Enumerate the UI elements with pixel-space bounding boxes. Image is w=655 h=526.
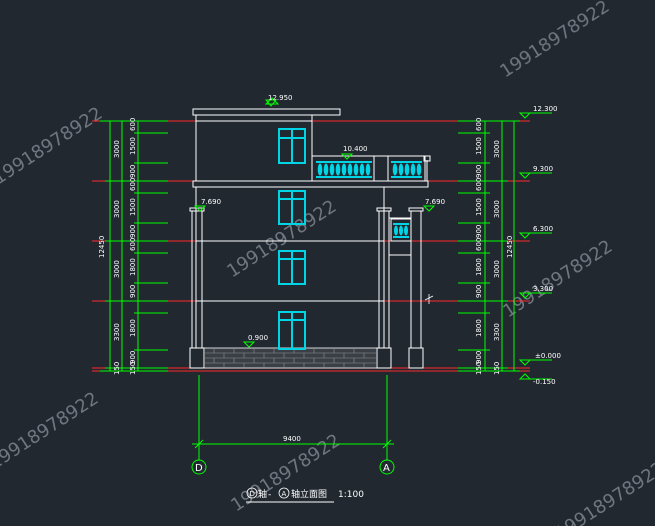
dim-inner: 1500 (129, 198, 137, 216)
dim-inner-right: 1500 (475, 198, 483, 216)
side-balcony-rail (390, 218, 412, 242)
axis-markers: D A (191, 459, 395, 475)
level-outdoor: -0.150 (533, 378, 556, 386)
dim-outer-right: 3000 (493, 140, 501, 158)
roof-parapet (192, 108, 341, 116)
axis-bubble-right (379, 459, 395, 475)
dimension-texts: 12450 12450 3000 3000 3000 3300 150 3000… (98, 118, 514, 443)
dim-inner: 1500 (129, 137, 137, 155)
watermark-text: 19918978922 (496, 0, 613, 82)
watermark-text: 19918978922 (551, 458, 655, 526)
level-first: 3.300 (533, 285, 553, 293)
dim-inner-right: 1800 (475, 319, 483, 337)
dim-inner: 600 (129, 178, 137, 191)
dim-outer-right: 3000 (493, 200, 501, 218)
column-base-left (189, 347, 205, 369)
level-third: 9.300 (533, 165, 553, 173)
dim-inner-right: 900 (475, 351, 483, 364)
watermark-text: 19918978922 (499, 236, 616, 322)
dim-inner: 900 (129, 351, 137, 364)
building-outline (189, 108, 431, 369)
axis-label-right: A (383, 463, 390, 474)
dimension-lines (100, 120, 520, 460)
dim-inner: 1800 (129, 319, 137, 337)
dim-outer: 3000 (113, 140, 121, 158)
terrace-balustrade (311, 155, 426, 182)
dim-overall-width: 9400 (283, 435, 301, 443)
drawing-scale: 1:100 (338, 490, 364, 500)
dim-outer: 3000 (113, 200, 121, 218)
title-suffix: 轴立面图 (291, 488, 327, 500)
dim-outer: 3300 (113, 323, 121, 341)
level-second: 6.300 (533, 225, 553, 233)
watermark-text: 19918978922 (223, 196, 340, 282)
dim-inner: 1800 (129, 258, 137, 276)
level-canopy-right: 7.690 (425, 198, 445, 206)
dim-inner-right: 900 (475, 285, 483, 298)
dim-outer: 150 (113, 362, 121, 375)
far-right-column (410, 210, 422, 349)
left-column (191, 210, 203, 349)
watermark-text: 19918978922 (0, 388, 102, 474)
level-labels: 12.950 10.400 7.690 7.690 0.900 12.300 9… (201, 94, 561, 386)
level-lines (92, 120, 530, 372)
window-first-floor (278, 311, 306, 350)
level-markers (193, 97, 552, 380)
title-sep: - (268, 490, 271, 500)
title-to: A (282, 490, 287, 498)
level-canopy-left: 7.690 (201, 198, 221, 206)
dim-inner: 600 (129, 238, 137, 251)
window-top-floor (278, 128, 306, 164)
dim-inner-right: 1800 (475, 258, 483, 276)
window-third-floor (278, 190, 306, 225)
dim-inner-right: 1500 (475, 137, 483, 155)
dim-outer-right: 3300 (493, 323, 501, 341)
level-roof: 12.300 (533, 105, 558, 113)
dim-total-right: 12450 (506, 236, 514, 258)
terrace-slab (192, 180, 429, 188)
column-base-far-right (408, 347, 424, 369)
window-second-floor (278, 250, 306, 285)
dim-inner: 900 (129, 225, 137, 238)
dim-inner-right: 150 (475, 362, 483, 375)
dim-inner: 900 (129, 165, 137, 178)
dim-inner-right: 600 (475, 238, 483, 251)
windows (278, 128, 306, 350)
stone-plinth (203, 347, 378, 369)
watermark-text: 19918978922 (0, 103, 106, 189)
dim-outer-right: 150 (493, 362, 501, 375)
dim-inner-right: 600 (475, 118, 483, 131)
drawing-title: D 轴 - A 轴立面图 1:100 (246, 487, 364, 503)
dim-inner-right: 900 (475, 225, 483, 238)
level-ground: ±0.000 (535, 352, 561, 360)
dim-outer: 3000 (113, 260, 121, 278)
column-base-right (376, 347, 392, 369)
dim-inner: 900 (129, 285, 137, 298)
title-axis-word: 轴 (258, 488, 267, 500)
axis-label-left: D (195, 463, 203, 474)
level-sill: 0.900 (248, 334, 268, 342)
dim-total-left: 12450 (98, 236, 106, 258)
dim-inner: 150 (129, 362, 137, 375)
dim-inner: 600 (129, 118, 137, 131)
level-terrace: 10.400 (343, 145, 368, 153)
cursor-mark (424, 294, 434, 304)
dim-outer-right: 3000 (493, 260, 501, 278)
title-from: D (250, 490, 255, 498)
dim-inner-right: 900 (475, 165, 483, 178)
dim-inner-right: 600 (475, 178, 483, 191)
axis-bubble-left (191, 459, 207, 475)
level-roof-parapet: 12.950 (268, 94, 293, 102)
